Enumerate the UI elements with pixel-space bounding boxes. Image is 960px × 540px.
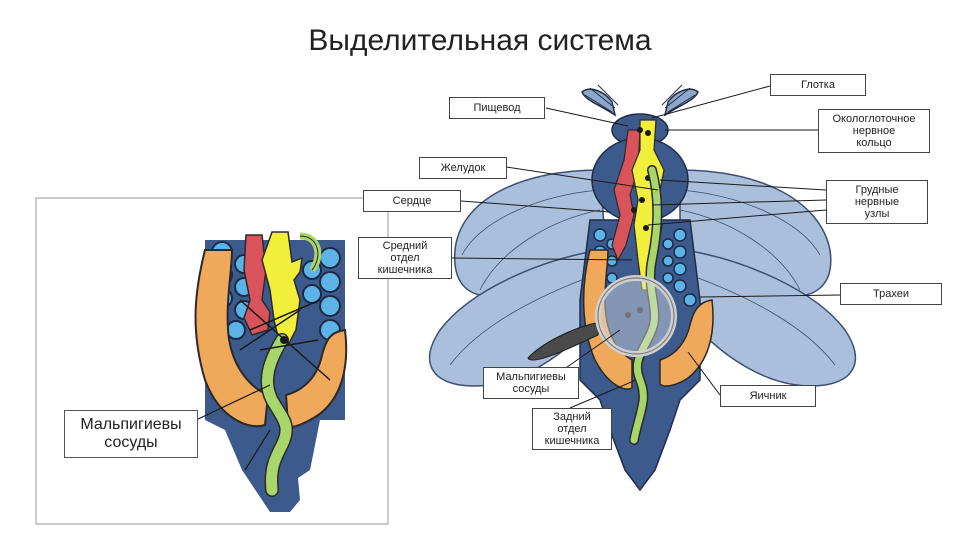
antennae xyxy=(581,84,699,117)
label-trakhei: Трахеи xyxy=(840,283,942,305)
label-pishchevod: Пищевод xyxy=(449,97,545,119)
label-yaichnik: Яичник xyxy=(720,385,816,407)
label-malpigievy-big: Мальпигиевы сосуды xyxy=(64,410,198,458)
insect-main xyxy=(429,84,856,492)
label-zheludok: Желудок xyxy=(419,157,507,179)
label-zadniy: Задний отдел кишечника xyxy=(532,408,612,450)
inset-ovary-left xyxy=(194,249,270,428)
leader-lines xyxy=(451,85,841,409)
ovary-left xyxy=(582,249,633,390)
label-okologlotochnoe: Окологлоточное нервное кольцо xyxy=(818,109,930,153)
slide-title: Выделительная система xyxy=(308,24,652,57)
label-malpigievy-small: Мальпигиевы сосуды xyxy=(483,367,579,399)
label-sredniy: Средний отдел кишечника xyxy=(358,237,452,279)
label-serdtse: Сердце xyxy=(363,190,461,212)
magnifier-icon xyxy=(527,275,677,361)
zoom-inset xyxy=(35,197,389,525)
label-grudnye: Грудные нервные узлы xyxy=(826,180,928,224)
inset-nerve-cord xyxy=(261,231,303,346)
ovary-right xyxy=(659,299,714,387)
wing-right-lower xyxy=(684,249,856,387)
label-glotka: Глотка xyxy=(770,74,866,96)
